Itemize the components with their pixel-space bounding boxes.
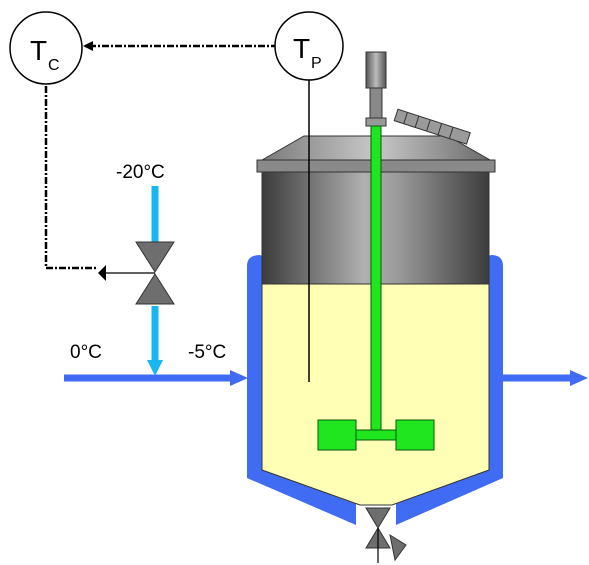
coolant-temperature-label: -20°C [116, 162, 165, 183]
tp-sub-label: P [311, 55, 322, 72]
lid-hatch [393, 108, 471, 145]
control-valve [98, 241, 175, 305]
impeller-blade-right [395, 419, 435, 451]
agitator-shaft [370, 125, 382, 431]
temperature-probe-indicator: T P [274, 11, 344, 81]
tc-to-valve-signal [44, 86, 98, 270]
motor-coupling [369, 87, 383, 119]
agitator-motor [365, 51, 387, 89]
motor-flange [365, 117, 387, 127]
inlet-arrow-icon [230, 370, 248, 386]
outlet-arrow-icon [570, 370, 588, 386]
temperature-controller: T C [9, 11, 83, 85]
tc-sub-label: C [48, 57, 60, 74]
cooling-jacket-right [396, 255, 503, 525]
impeller-hub [354, 429, 398, 441]
tc-main-label: T [30, 35, 47, 66]
coolant-arrow-icon [147, 360, 163, 376]
drain-valve [365, 507, 407, 563]
tp-main-label: T [293, 33, 310, 64]
inlet-temperature-label: 0°C [70, 342, 102, 363]
impeller-blade-left [317, 419, 357, 451]
cooling-jacket [247, 255, 356, 525]
mixed-temperature-label: -5°C [188, 342, 226, 363]
